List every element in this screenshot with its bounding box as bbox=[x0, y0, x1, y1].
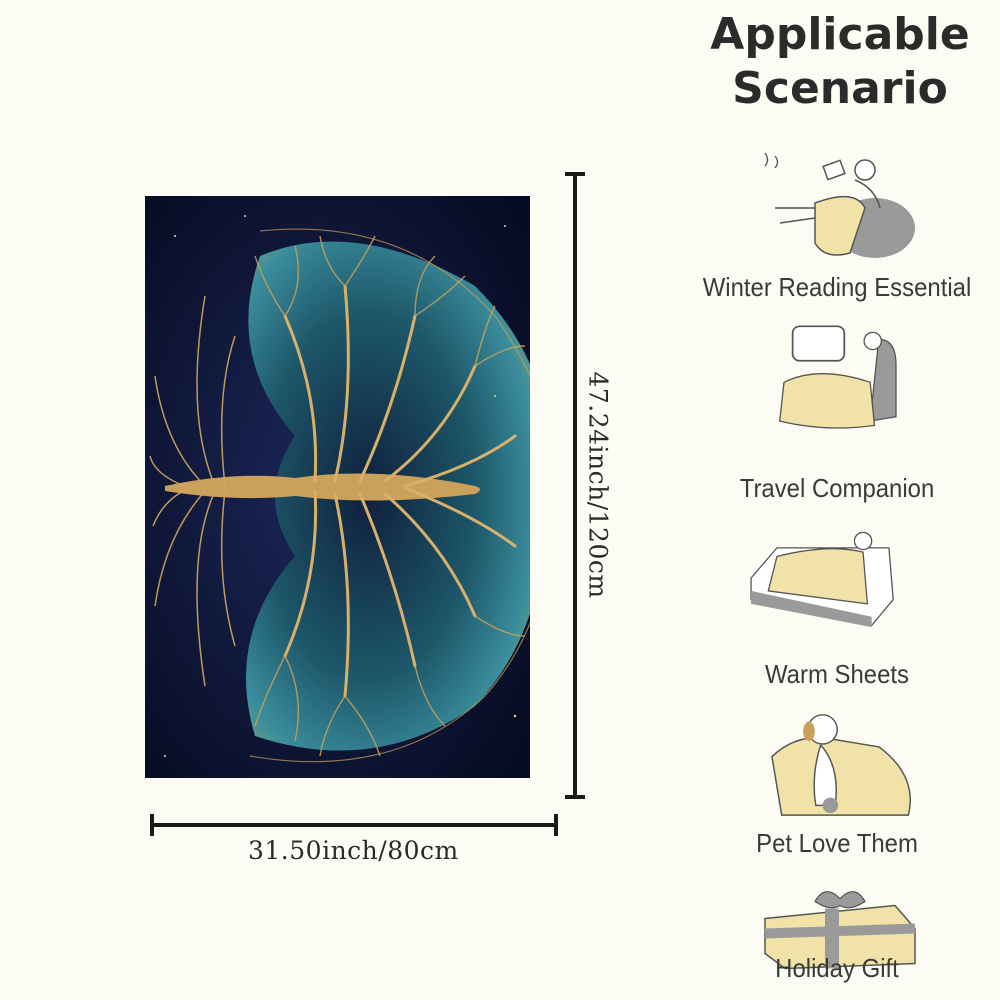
scenario-title: Applicable Scenario bbox=[710, 9, 970, 114]
scenario-label-bed: Warm Sheets bbox=[764, 659, 910, 689]
scenario-label-pet: Pet Love Them bbox=[756, 828, 918, 858]
scenario-label-reading: Winter Reading Essential bbox=[702, 272, 972, 302]
dog-icon bbox=[760, 708, 930, 820]
gift-box-icon bbox=[755, 870, 925, 982]
bed-sleeping-icon bbox=[735, 522, 905, 634]
height-label: 47.24inch/120cm bbox=[583, 371, 613, 599]
width-dimension-line bbox=[150, 814, 558, 836]
airplane-seat-icon bbox=[755, 322, 925, 434]
tree-of-life-artwork bbox=[145, 196, 530, 778]
scenario-label-travel: Travel Companion bbox=[739, 473, 935, 503]
reading-person-icon bbox=[755, 148, 925, 260]
scenario-label-gift: Holiday Gift bbox=[775, 953, 899, 983]
height-dimension-line bbox=[565, 172, 585, 799]
tree-illustration bbox=[145, 196, 530, 778]
width-label: 31.50inch/80cm bbox=[248, 836, 459, 865]
